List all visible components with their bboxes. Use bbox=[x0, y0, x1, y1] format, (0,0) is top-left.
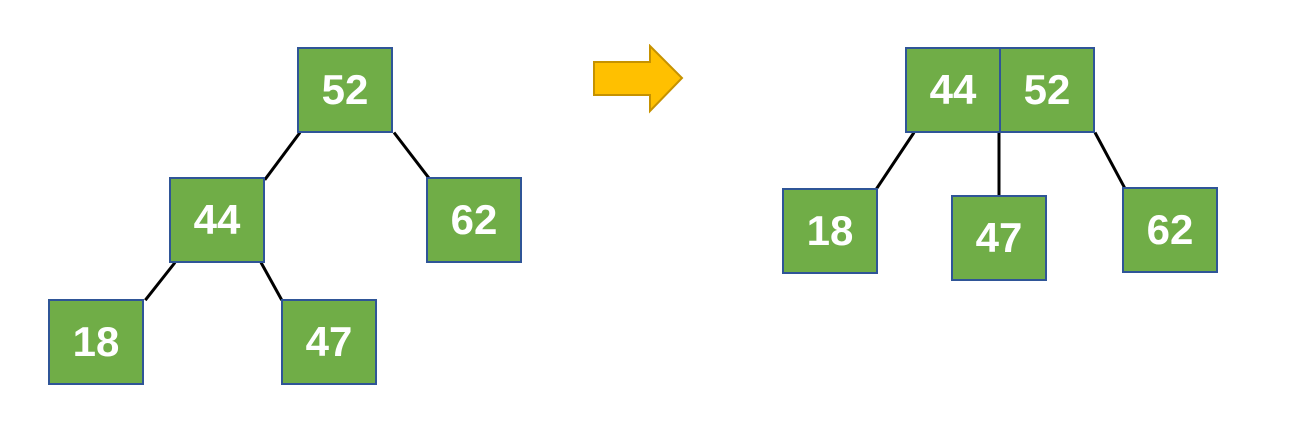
before-node-18: 18 bbox=[48, 299, 144, 385]
before-node-47: 47 bbox=[281, 299, 377, 385]
after-edge-a44-a18 bbox=[874, 131, 916, 190]
after-edge-a44a52-a47 bbox=[997, 132, 1001, 196]
before-node-52: 52 bbox=[297, 47, 393, 133]
after-node-18: 18 bbox=[782, 188, 878, 274]
after-edge-a52-a62 bbox=[1093, 131, 1127, 189]
before-node-44: 44 bbox=[169, 177, 265, 263]
right-arrow-icon bbox=[593, 44, 684, 114]
after-node-52: 52 bbox=[999, 47, 1095, 133]
before-node-62: 62 bbox=[426, 177, 522, 263]
before-edge-b44-b18 bbox=[143, 261, 177, 301]
before-edge-b52-b44 bbox=[263, 131, 302, 180]
after-node-62: 62 bbox=[1122, 187, 1218, 273]
before-edge-b52-b62 bbox=[392, 131, 432, 180]
after-node-47: 47 bbox=[951, 195, 1047, 281]
before-edge-b44-b47 bbox=[259, 261, 284, 301]
after-node-44: 44 bbox=[905, 47, 1001, 133]
